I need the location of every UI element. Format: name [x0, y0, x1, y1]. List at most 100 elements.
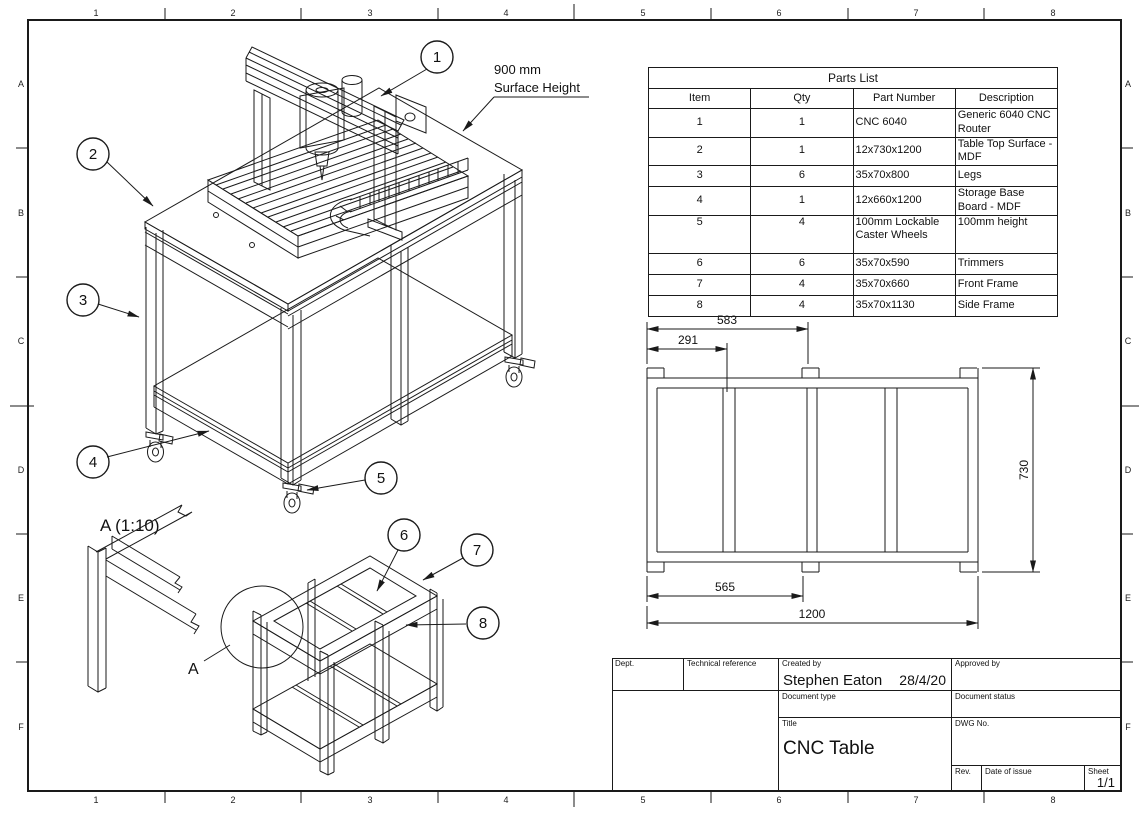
front-view: 583 291 730 565 1200 [646, 313, 1040, 629]
top-trimmers [305, 583, 388, 632]
cell-item: 4 [647, 186, 752, 216]
cell-qty: 4 [750, 294, 854, 317]
spindle-motor [305, 82, 339, 181]
dimension-583: 583 [646, 313, 809, 364]
cell-item: 7 [647, 273, 752, 296]
grid-row-label: C [18, 336, 25, 346]
main-isometric-view: 1 2 3 4 5 900 mm Surface Height [66, 40, 589, 514]
dimension-1200: 1200 [646, 576, 979, 629]
stepper-motor [395, 94, 427, 134]
created-by-label: Created by [782, 659, 822, 668]
balloon-7: 7 [460, 533, 494, 567]
cell-part-number: 35x70x660 [852, 273, 956, 296]
storage-shelf [152, 257, 514, 485]
parts-list-title: Parts List [648, 67, 1058, 89]
dim-text: 583 [717, 313, 737, 327]
grid-row-label: F [1125, 722, 1131, 732]
created-by-value: Stephen Eaton [783, 672, 883, 689]
col-header-item: Item [647, 88, 752, 109]
dimension-291: 291 [646, 333, 728, 392]
frame-assembly-view: A 6 7 8 [188, 518, 500, 776]
parts-list-table: Parts List Item Qty Part Number Descript… [647, 67, 1059, 317]
cell-part-number: CNC 6040 [852, 108, 956, 138]
sheet-border: 1 2 3 4 5 6 7 8 1 2 3 4 5 6 7 8 A B C D … [10, 4, 1139, 807]
empty-cell [612, 690, 778, 791]
cell-description: Front Frame [954, 273, 1059, 296]
detail-marker: A [188, 661, 199, 678]
document-status-label: Document status [955, 692, 1016, 701]
balloon-number: 1 [433, 49, 441, 66]
balloon-5: 5 [364, 461, 398, 495]
dim-text: 730 [1017, 460, 1031, 480]
balloon-number: 8 [479, 615, 487, 632]
grid-col-label: 4 [503, 795, 508, 805]
grid-row-labels: A B C D E F A B C D E F [18, 79, 1132, 732]
cell-qty: 4 [750, 273, 854, 296]
col-header-qty: Qty [750, 88, 854, 109]
cell-description: Trimmers [954, 252, 1059, 275]
document-type-cell: Document type [778, 690, 951, 717]
table-top [143, 87, 524, 312]
drawing-title: CNC Table [783, 738, 875, 759]
grid-col-label: 6 [776, 795, 781, 805]
grid-row-label: D [18, 465, 25, 475]
balloon-callouts-main: 1 2 3 4 5 900 mm Surface Height [66, 40, 589, 495]
grid-col-label: 7 [913, 8, 918, 18]
grid-col-label: 7 [913, 795, 918, 805]
grid-col-label: 8 [1050, 8, 1055, 18]
grid-col-label: 2 [230, 8, 235, 18]
grid-col-label: 5 [640, 8, 645, 18]
dept-label: Dept. [615, 659, 635, 668]
surface-height-note: 900 mm Surface Height [462, 62, 589, 132]
approved-by-cell: Approved by [951, 658, 1121, 690]
grid-row-label: A [18, 79, 24, 89]
col-header-part-number: Part Number [852, 88, 956, 109]
balloon-3: 3 [66, 283, 100, 317]
balloon-1: 1 [420, 40, 454, 74]
balloon-number: 4 [89, 454, 97, 471]
grid-row-label: A [1125, 79, 1131, 89]
date-of-issue-label: Date of issue [985, 767, 1032, 776]
cell-part-number: 12x730x1200 [852, 136, 956, 166]
parts-row: 8 4 35x70x1130 Side Frame [647, 294, 1059, 317]
note-line-1: 900 mm [494, 62, 541, 77]
document-type-label: Document type [782, 692, 836, 701]
grid-row-label: B [1125, 208, 1131, 218]
technical-reference-cell: Technical reference [683, 658, 778, 690]
cell-qty: 1 [750, 186, 854, 216]
detail-view-label: A (1:10) [100, 516, 160, 535]
parts-row: 7 4 35x70x660 Front Frame [647, 273, 1059, 296]
sheet-cell: Sheet 1/1 [1084, 765, 1121, 791]
detail-view-a: A (1:10) [87, 504, 200, 693]
grid-col-label: 3 [367, 795, 372, 805]
grid-row-label: F [18, 722, 24, 732]
approved-by-label: Approved by [955, 659, 1000, 668]
cell-qty: 6 [750, 252, 854, 275]
cell-item: 2 [647, 136, 752, 166]
dim-text: 565 [715, 580, 735, 594]
cell-qty: 1 [750, 136, 854, 166]
cell-description: Table Top Surface - MDF [954, 136, 1059, 166]
cell-item: 6 [647, 252, 752, 275]
sheet-value: 1/1 [1096, 775, 1115, 790]
grid-col-label: 5 [640, 795, 645, 805]
grid-row-label: E [18, 593, 24, 603]
cell-item: 3 [647, 165, 752, 187]
grid-col-label: 3 [367, 8, 372, 18]
grid-col-label: 2 [230, 795, 235, 805]
cell-qty: 4 [750, 214, 854, 254]
cnc-router [206, 46, 470, 259]
caster-wheels [145, 356, 536, 514]
parts-row: 6 6 35x70x590 Trimmers [647, 252, 1059, 275]
table-legs [145, 174, 523, 486]
router-bed-slats [215, 124, 462, 232]
balloon-callouts-frame: 6 7 8 [376, 518, 500, 640]
balloon-number: 5 [377, 470, 385, 487]
dwg-no-cell: DWG No. [951, 717, 1121, 765]
cable-chain [329, 157, 469, 237]
grid-row-label: C [1125, 336, 1132, 346]
parts-row: 3 6 35x70x800 Legs [647, 165, 1059, 187]
dwg-no-label: DWG No. [955, 719, 990, 728]
note-line-2: Surface Height [494, 80, 580, 95]
grid-col-label: 6 [776, 8, 781, 18]
